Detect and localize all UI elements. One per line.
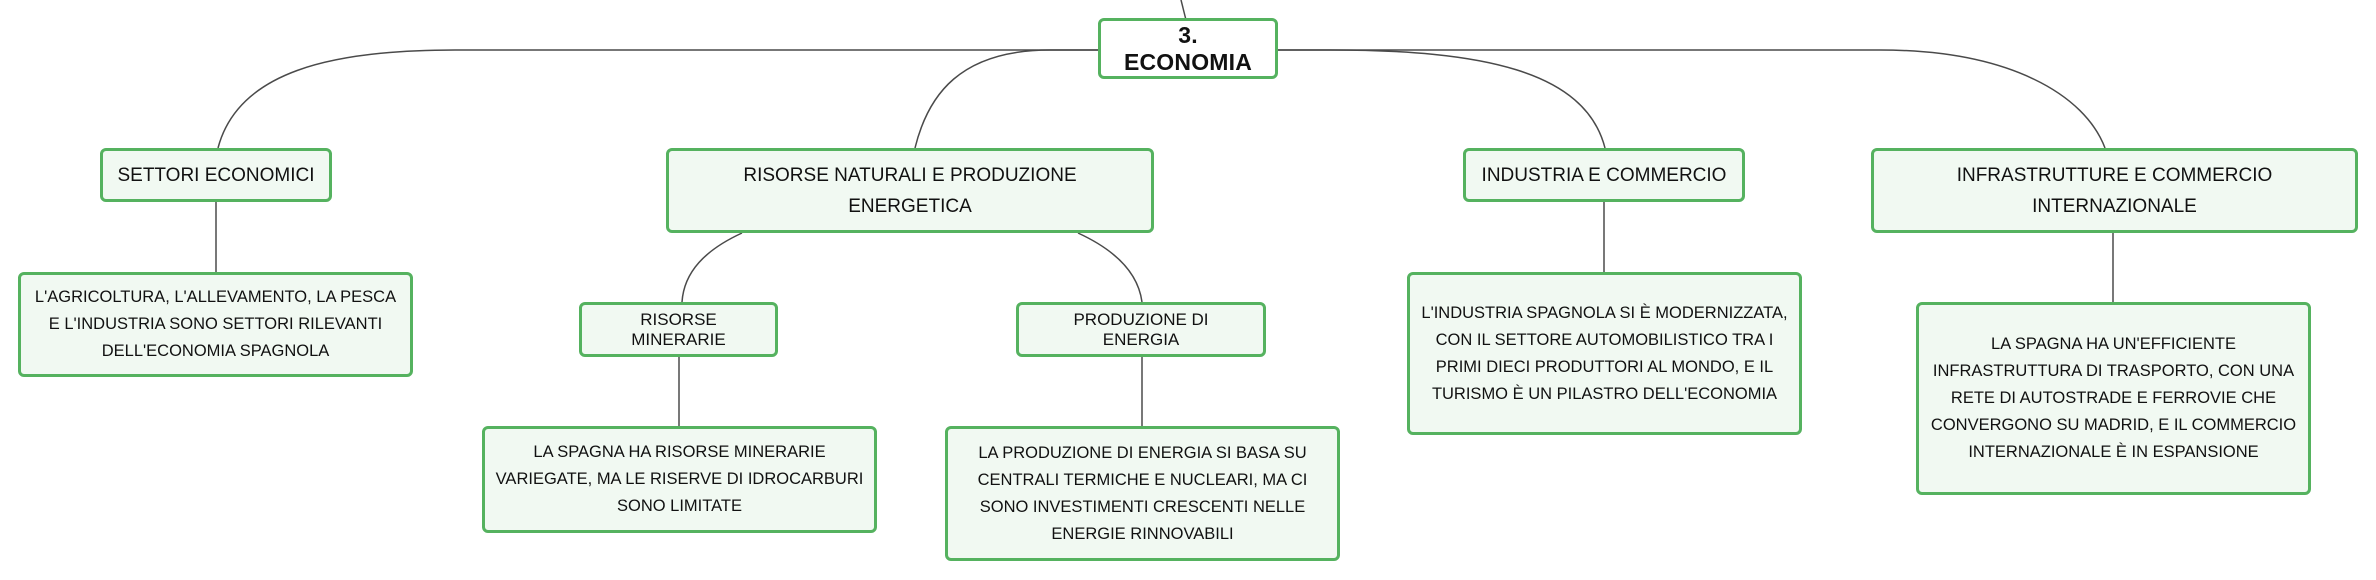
root-node[interactable]: 3. ECONOMIA [1098, 18, 1278, 79]
connector-root-to-industria [1278, 49, 1606, 149]
topic-settori-economici[interactable]: SETTORI ECONOMICI [100, 148, 332, 202]
topic-label: SETTORI ECONOMICI [117, 164, 315, 186]
topic-industria-commercio[interactable]: INDUSTRIA E COMMERCIO [1463, 148, 1745, 202]
connector-parent-to-root [1180, 0, 1187, 21]
detail-infrastrutture[interactable]: LA SPAGNA HA UN'EFFICIENTE INFRASTRUTTUR… [1916, 302, 2311, 495]
topic-label: RISORSE NATURALI E PRODUZIONE ENERGETICA [743, 164, 1077, 217]
subtopic-risorse-minerarie[interactable]: RISORSE MINERARIE [579, 302, 778, 357]
detail-text: LA SPAGNA HA RISORSE MINERARIE VARIEGATE… [495, 443, 864, 515]
detail-text: L'INDUSTRIA SPAGNOLA SI È MODERNIZZATA, … [1421, 303, 1788, 403]
root-node-label: 3. ECONOMIA [1123, 21, 1253, 75]
detail-text: LA SPAGNA HA UN'EFFICIENTE INFRASTRUTTUR… [1930, 335, 2297, 461]
connector-risorse-to-energia [1077, 232, 1143, 303]
topic-infrastrutture[interactable]: INFRASTRUTTURE E COMMERCIO INTERNAZIONAL… [1871, 148, 2358, 233]
detail-settori-economici[interactable]: L'AGRICOLTURA, L'ALLEVAMENTO, LA PESCA E… [18, 272, 413, 377]
subtopic-produzione-energia[interactable]: PRODUZIONE DI ENERGIA [1016, 302, 1266, 357]
detail-risorse-minerarie[interactable]: LA SPAGNA HA RISORSE MINERARIE VARIEGATE… [482, 426, 877, 533]
topic-label: INDUSTRIA E COMMERCIO [1481, 164, 1727, 186]
connector-risorse-to-minerarie [681, 232, 743, 303]
detail-text: L'AGRICOLTURA, L'ALLEVAMENTO, LA PESCA E… [34, 288, 397, 360]
connector-root-to-settori [217, 49, 1098, 149]
detail-industria-commercio[interactable]: L'INDUSTRIA SPAGNOLA SI È MODERNIZZATA, … [1407, 272, 1802, 435]
detail-text: LA PRODUZIONE DI ENERGIA SI BASA SU CENT… [977, 443, 1308, 543]
connector-root-to-risorse [914, 49, 1098, 149]
topic-risorse-naturali[interactable]: RISORSE NATURALI E PRODUZIONE ENERGETICA [666, 148, 1154, 233]
connector-root-to-infrastrutture [1278, 49, 2106, 149]
detail-produzione-energia[interactable]: LA PRODUZIONE DI ENERGIA SI BASA SU CENT… [945, 426, 1340, 561]
subtopic-label: RISORSE MINERARIE [631, 309, 726, 349]
topic-label: INFRASTRUTTURE E COMMERCIO INTERNAZIONAL… [1956, 164, 2273, 217]
subtopic-label: PRODUZIONE DI ENERGIA [1073, 309, 1209, 349]
